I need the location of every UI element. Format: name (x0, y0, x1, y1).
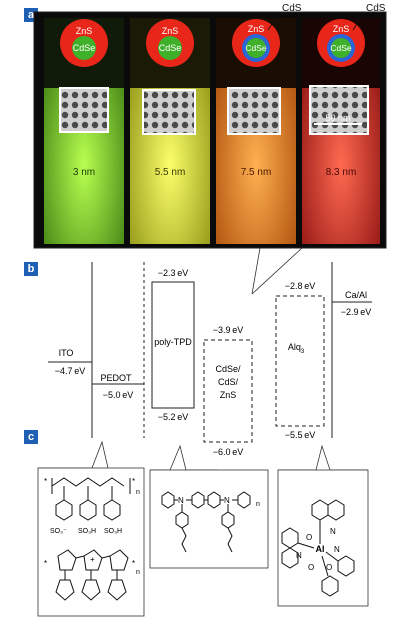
pss-star-left: * (44, 477, 47, 486)
schematic-3 (232, 19, 280, 67)
shell-label-2: ZnS (162, 26, 179, 36)
polytpd-box (151, 281, 195, 409)
qd-label-2: CdS/ (218, 377, 239, 387)
tpd-n2: N (224, 496, 230, 505)
polytpd-structure: N N n (149, 469, 269, 569)
tem-image-2 (142, 89, 196, 135)
alq3-structure: Al O N N N O O (277, 469, 369, 607)
tem-image-4 (309, 85, 369, 135)
energy-diagram: ITO −4.7 eV PEDOT −5.0 eV −2.3 eV poly-T… (48, 262, 372, 457)
pedot-energy: −5.0 eV (103, 390, 134, 400)
size-label-4: 8.3 nm (326, 167, 357, 178)
tem-image-3 (227, 87, 281, 135)
callout-line-right (251, 247, 303, 295)
schematic-1 (60, 19, 108, 67)
scale-bar-label: 50 nm (325, 113, 350, 123)
shell-label-3: ZnS (248, 24, 265, 34)
pedot-star-right: * (132, 559, 135, 568)
structure-callouts (38, 440, 368, 471)
shell-label-4: ZnS (333, 24, 350, 34)
ito-label: ITO (59, 348, 74, 358)
alq3-label: Alq3 (288, 342, 305, 355)
tem-image-1 (59, 87, 109, 133)
qd-label-1: CdSe/ (215, 364, 241, 374)
size-label-1: 3 nm (73, 167, 95, 178)
cds-leader-2 (352, 11, 365, 31)
panel-label-c: c (24, 430, 38, 444)
alq-al: Al (316, 544, 325, 554)
qd-lumo: −3.9 eV (213, 325, 244, 335)
alq3-homo: −5.5 eV (285, 430, 316, 440)
pedot-n: n (136, 569, 140, 576)
pedot-pss-structure: * * n SO₃⁻ SO₃H SO₃H + * * n (37, 467, 145, 617)
cathode-label: Ca/Al (345, 290, 367, 300)
tpd-n: n (256, 501, 260, 508)
core-label-1: CdSe (73, 43, 96, 53)
pss-so3h-2: SO₃H (104, 528, 122, 535)
qd-homo: −6.0 eV (213, 447, 244, 457)
schematic-4 (317, 19, 365, 67)
alq3-label-sub: 3 (301, 349, 305, 355)
core-label-3: CdSe (245, 43, 267, 53)
pedot-star-left: * (44, 559, 47, 568)
core-label-4: CdSe (330, 43, 352, 53)
cds-leader-1 (267, 11, 281, 31)
alq-n3: N (334, 545, 340, 554)
pss-n: n (136, 489, 140, 496)
pedot-plus: + (90, 555, 95, 564)
alq-o1: O (306, 533, 312, 542)
polytpd-label: poly-TPD (154, 337, 192, 347)
tpd-n1: N (178, 496, 184, 505)
pss-so3h-1: SO₃H (78, 528, 96, 535)
cds-label-2: CdS (366, 3, 386, 14)
pss-so3-1: SO₃⁻ (50, 528, 67, 535)
size-label-3: 7.5 nm (241, 167, 272, 178)
alq-o2: O (308, 563, 314, 572)
panel-label-b: b (24, 262, 38, 276)
alq-o3: O (326, 563, 332, 572)
polytpd-homo: −5.2 eV (158, 412, 189, 422)
alq-n1: N (330, 527, 336, 536)
pss-star-right: * (132, 477, 135, 486)
callout-line-left (251, 247, 261, 295)
polytpd-lumo: −2.3 eV (158, 268, 189, 278)
ito-energy: −4.7 eV (55, 366, 86, 376)
alq3-lumo: −2.8 eV (285, 281, 316, 291)
alq3-label-main: Alq (288, 342, 301, 352)
size-label-2: 5.5 nm (155, 167, 186, 178)
cds-label-1: CdS (282, 3, 302, 14)
qd-label-3: ZnS (220, 390, 237, 400)
core-label-2: CdSe (159, 43, 182, 53)
pedot-label: PEDOT (100, 373, 132, 383)
schematic-2 (146, 19, 194, 67)
cathode-energy: −2.9 eV (341, 307, 372, 317)
shell-label-1: ZnS (76, 26, 93, 36)
alq-n2: N (296, 551, 302, 560)
alq3-box (275, 295, 325, 427)
qd-box (203, 339, 253, 443)
